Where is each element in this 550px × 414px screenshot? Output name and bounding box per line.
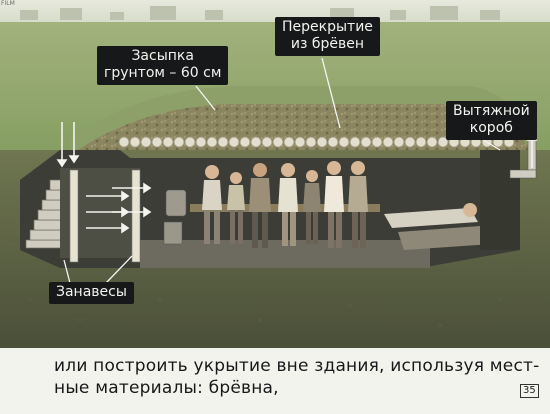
water-container: [163, 189, 187, 245]
exhaust-label-line2: короб: [469, 120, 513, 136]
backfill-label-line2: грунтом – 60 см: [104, 65, 222, 81]
caption-line-2: ные материалы: брёвна,: [54, 378, 279, 398]
curtains-label: Занавесы: [49, 282, 134, 304]
exhaust-label-line1: Вытяжной: [453, 103, 530, 119]
exhaust-label: Вытяжной короб: [446, 101, 537, 140]
seated-people: [202, 161, 368, 248]
backfill-label: Засыпка грунтом – 60 см: [97, 46, 229, 85]
caption-line-1: или построить укрытие вне здания, исполь…: [54, 356, 540, 376]
corner-mark: FILM: [1, 0, 15, 7]
curtains-label-text: Занавесы: [56, 284, 127, 300]
frame-number: 35: [520, 384, 539, 398]
roof-label-line1: Перекрытие: [282, 19, 373, 35]
roof-label-line2: из брёвен: [290, 36, 365, 52]
roof-label: Перекрытие из брёвен: [275, 17, 380, 56]
backfill-label-line1: Засыпка: [131, 48, 194, 64]
caption-area: [0, 348, 550, 414]
